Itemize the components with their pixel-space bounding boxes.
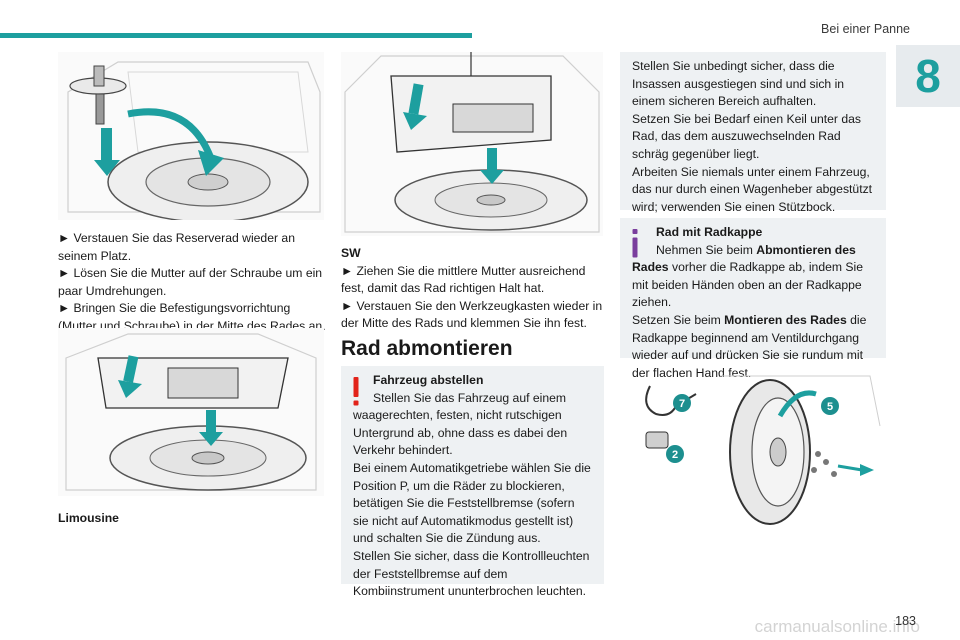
section-title: Bei einer Panne: [821, 22, 910, 36]
note-text: Stellen Sie unbedingt sicher, dass die I…: [632, 59, 845, 109]
badge-7: 7: [673, 394, 691, 412]
left-bullets: ► Verstauen Sie das Reserverad wieder an…: [58, 230, 328, 336]
page-number: 183: [895, 614, 916, 628]
chapter-number: 8: [915, 50, 941, 102]
info-text-part: Nehmen Sie beim: [656, 242, 757, 257]
caption-limousine: Limousine: [58, 511, 119, 525]
note-text: Setzen Sie bei Bedarf einen Keil unter d…: [632, 111, 862, 161]
bullet-text: ► Lösen Sie die Mutter auf der Schraube …: [58, 266, 323, 298]
chapter-tab: 8: [896, 45, 960, 107]
figure-limousine-trunk: [58, 328, 324, 496]
info-icon: [632, 229, 638, 258]
bullet-text: ► Ziehen Sie die mittlere Mutter ausreic…: [341, 263, 586, 296]
figure-spare-wheel-screw: [58, 52, 324, 220]
heading-rad-abmontieren: Rad abmontieren: [341, 337, 513, 360]
bullet-text: ► Verstauen Sie den Werkzeugkasten wiede…: [341, 298, 603, 331]
watermark: carmanualsonline.info: [754, 617, 920, 636]
header-accent-bar: [0, 33, 472, 38]
caption-sw: SW: [341, 246, 361, 260]
badge-2: 2: [666, 445, 684, 463]
warning-box: Fahrzeug abstellen Stellen Sie das Fahrz…: [341, 366, 604, 598]
bullet-text: ► Verstauen Sie das Reserverad wieder an…: [58, 231, 295, 263]
note-box: Stellen Sie unbedingt sicher, dass die I…: [620, 52, 886, 214]
middle-text: SW ► Ziehen Sie die mittlere Mutter ausr…: [341, 245, 606, 333]
info-text-part: Setzen Sie beim: [632, 312, 725, 327]
figure-sw-trunk: [341, 52, 603, 236]
figure-wheel-removal: 7 2 5: [620, 366, 886, 526]
info-text-bold: Abmontieren des Rades: [632, 242, 856, 275]
warning-text: Stellen Sie das Fahrzeug auf einem waage…: [353, 390, 568, 458]
badge-label: 2: [672, 449, 678, 461]
info-title: Rad mit Radkappe: [656, 225, 763, 239]
note-text: Arbeiten Sie niemals unter einem Fahrzeu…: [632, 164, 873, 214]
warning-text: Bei einem Automatikgetriebe wählen Sie d…: [353, 460, 591, 546]
badge-5: 5: [821, 397, 839, 415]
exclamation-icon: [353, 377, 359, 406]
warning-text: Stellen Sie sicher, dass die Kontrollleu…: [353, 548, 590, 599]
warning-title: Fahrzeug abstellen: [373, 373, 484, 387]
info-text-part: vorher die Radkappe ab, indem Sie mit be…: [632, 260, 864, 310]
info-text-1: Nehmen Sie beim Abmontieren des Rades vo…: [632, 242, 874, 312]
info-box: Rad mit Radkappe Nehmen Sie beim Abmonti…: [620, 218, 886, 380]
badge-label: 5: [827, 401, 833, 413]
info-text-bold: Montieren des Rades: [724, 312, 847, 327]
badge-label: 7: [679, 398, 685, 410]
